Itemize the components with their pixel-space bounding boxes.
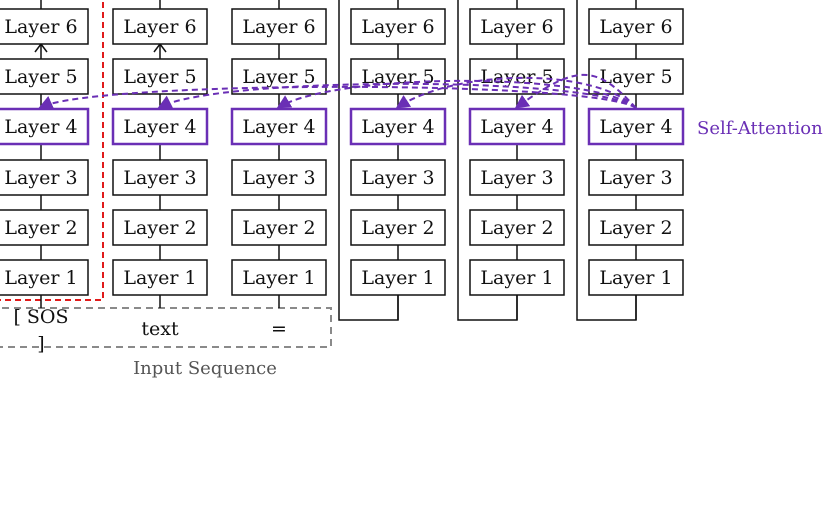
attention-arrow [157, 82, 637, 109]
feedback-loop [576, 0, 637, 321]
layer-box [231, 209, 327, 246]
attention-arrow [276, 79, 637, 109]
layer-label: Layer 6 [123, 16, 196, 38]
layer-label: Layer 4 [4, 116, 77, 138]
layer-box [350, 58, 446, 95]
layer-label: Layer 6 [361, 16, 434, 38]
token-equals: = [271, 318, 287, 340]
layer-box [468, 107, 566, 146]
self-attention-arrows [38, 74, 637, 109]
layer-box [0, 58, 89, 95]
layer-label: Layer 1 [599, 267, 672, 289]
layer-box [112, 209, 208, 246]
layer-label: Layer 3 [123, 167, 196, 189]
layer-label: Layer 2 [242, 217, 315, 239]
layer-label: Layer 4 [480, 116, 553, 138]
layer-label: Layer 2 [599, 217, 672, 239]
layer-box [469, 8, 565, 45]
layer-label: Layer 4 [123, 116, 196, 138]
layer-label: Layer 1 [480, 267, 553, 289]
token-sos-top: [ SOS [13, 306, 68, 328]
layer-label: Layer 4 [599, 116, 672, 138]
red-dashed-frame [0, 0, 104, 301]
layer-box [349, 107, 447, 146]
layer-label: Layer 4 [242, 116, 315, 138]
layer-label: Layer 2 [4, 217, 77, 239]
layer-box [112, 58, 208, 95]
layer-box [350, 159, 446, 196]
layer-box [469, 209, 565, 246]
layer-box [0, 209, 89, 246]
attention-arrow [38, 85, 637, 109]
layer-box [0, 8, 89, 45]
layer-box [230, 107, 328, 146]
layer-box [588, 159, 684, 196]
layer-box [350, 259, 446, 296]
layer-box [469, 58, 565, 95]
layer-box [588, 209, 684, 246]
layer-label: Layer 2 [361, 217, 434, 239]
layer-label: Layer 5 [242, 66, 315, 88]
layer-label: Layer 3 [599, 167, 672, 189]
layer-box [587, 107, 685, 146]
layer-box [231, 8, 327, 45]
token-text: text [141, 318, 179, 340]
layer-label: Layer 5 [123, 66, 196, 88]
layer-box [111, 107, 209, 146]
layer-label: Layer 2 [480, 217, 553, 239]
layer-label: Layer 3 [242, 167, 315, 189]
layer-label: Layer 5 [4, 66, 77, 88]
feedback-loop [338, 0, 399, 321]
column-connectors [34, 0, 637, 321]
self-attention-label: Self-Attention [697, 118, 823, 139]
feedback-loop [457, 0, 518, 321]
layer-label: Layer 3 [361, 167, 434, 189]
layer-label: Layer 6 [480, 16, 553, 38]
layer-label: Layer 3 [480, 167, 553, 189]
layer-box [350, 209, 446, 246]
layer-label: Layer 2 [123, 217, 196, 239]
layer-box [112, 259, 208, 296]
layer-label: Layer 4 [361, 116, 434, 138]
layer-box [0, 107, 90, 146]
layer-label: Layer 6 [242, 16, 315, 38]
layer-box [0, 159, 89, 196]
layer-label: Layer 1 [361, 267, 434, 289]
layer-box [469, 259, 565, 296]
layer-label: Layer 3 [4, 167, 77, 189]
layer-label: Layer 1 [123, 267, 196, 289]
layer-label: Layer 6 [599, 16, 672, 38]
token-sos-bottom: ] [37, 333, 44, 355]
layer-box [0, 259, 89, 296]
layer-box [588, 58, 684, 95]
input-sequence-caption: Input Sequence [133, 358, 277, 379]
layer-box [469, 159, 565, 196]
layer-grid: Layer 6 Layer 5 Layer 4 Layer 3 Layer 2 Layer… [0, 8, 685, 296]
layer-label: Layer 5 [599, 66, 672, 88]
layer-box [588, 259, 684, 296]
layer-label: Layer 6 [4, 16, 77, 38]
layer-box [350, 8, 446, 45]
layer-label: Layer 1 [242, 267, 315, 289]
layer-box [231, 159, 327, 196]
layer-box [231, 259, 327, 296]
layer-label: Layer 1 [4, 267, 77, 289]
layer-box [112, 8, 208, 45]
layer-box [588, 8, 684, 45]
layer-box [112, 159, 208, 196]
attention-arrow [395, 76, 637, 109]
attention-arrow [514, 74, 637, 109]
